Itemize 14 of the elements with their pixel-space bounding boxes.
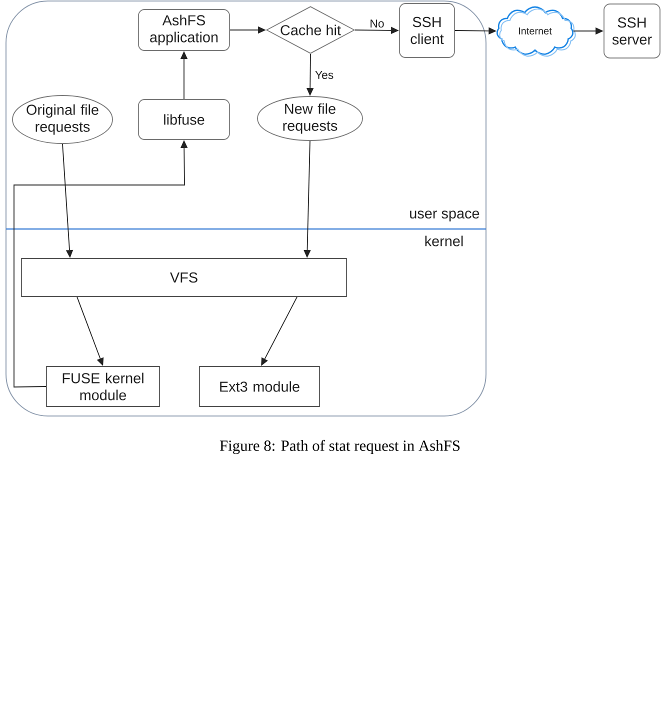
module-box: VFS bbox=[21, 258, 347, 297]
region-label: kernel bbox=[425, 236, 463, 246]
edge-label: Yes bbox=[313, 70, 336, 80]
ellipse-node: New file requests bbox=[257, 96, 363, 141]
process-box: SSH client bbox=[399, 3, 455, 58]
module-box: Ext3 module bbox=[199, 366, 320, 407]
edge-label: No bbox=[368, 18, 386, 30]
process-box: libfuse bbox=[138, 99, 230, 140]
module-box: FUSE kernel module bbox=[46, 366, 160, 407]
region-label: user space bbox=[410, 210, 480, 222]
figure-caption: Figure 8: Path of stat request in AshFS bbox=[220, 440, 460, 454]
ellipse-node: Original file requests bbox=[12, 95, 113, 144]
process-box: AshFS application bbox=[138, 9, 230, 51]
process-box: SSH server bbox=[604, 4, 660, 58]
